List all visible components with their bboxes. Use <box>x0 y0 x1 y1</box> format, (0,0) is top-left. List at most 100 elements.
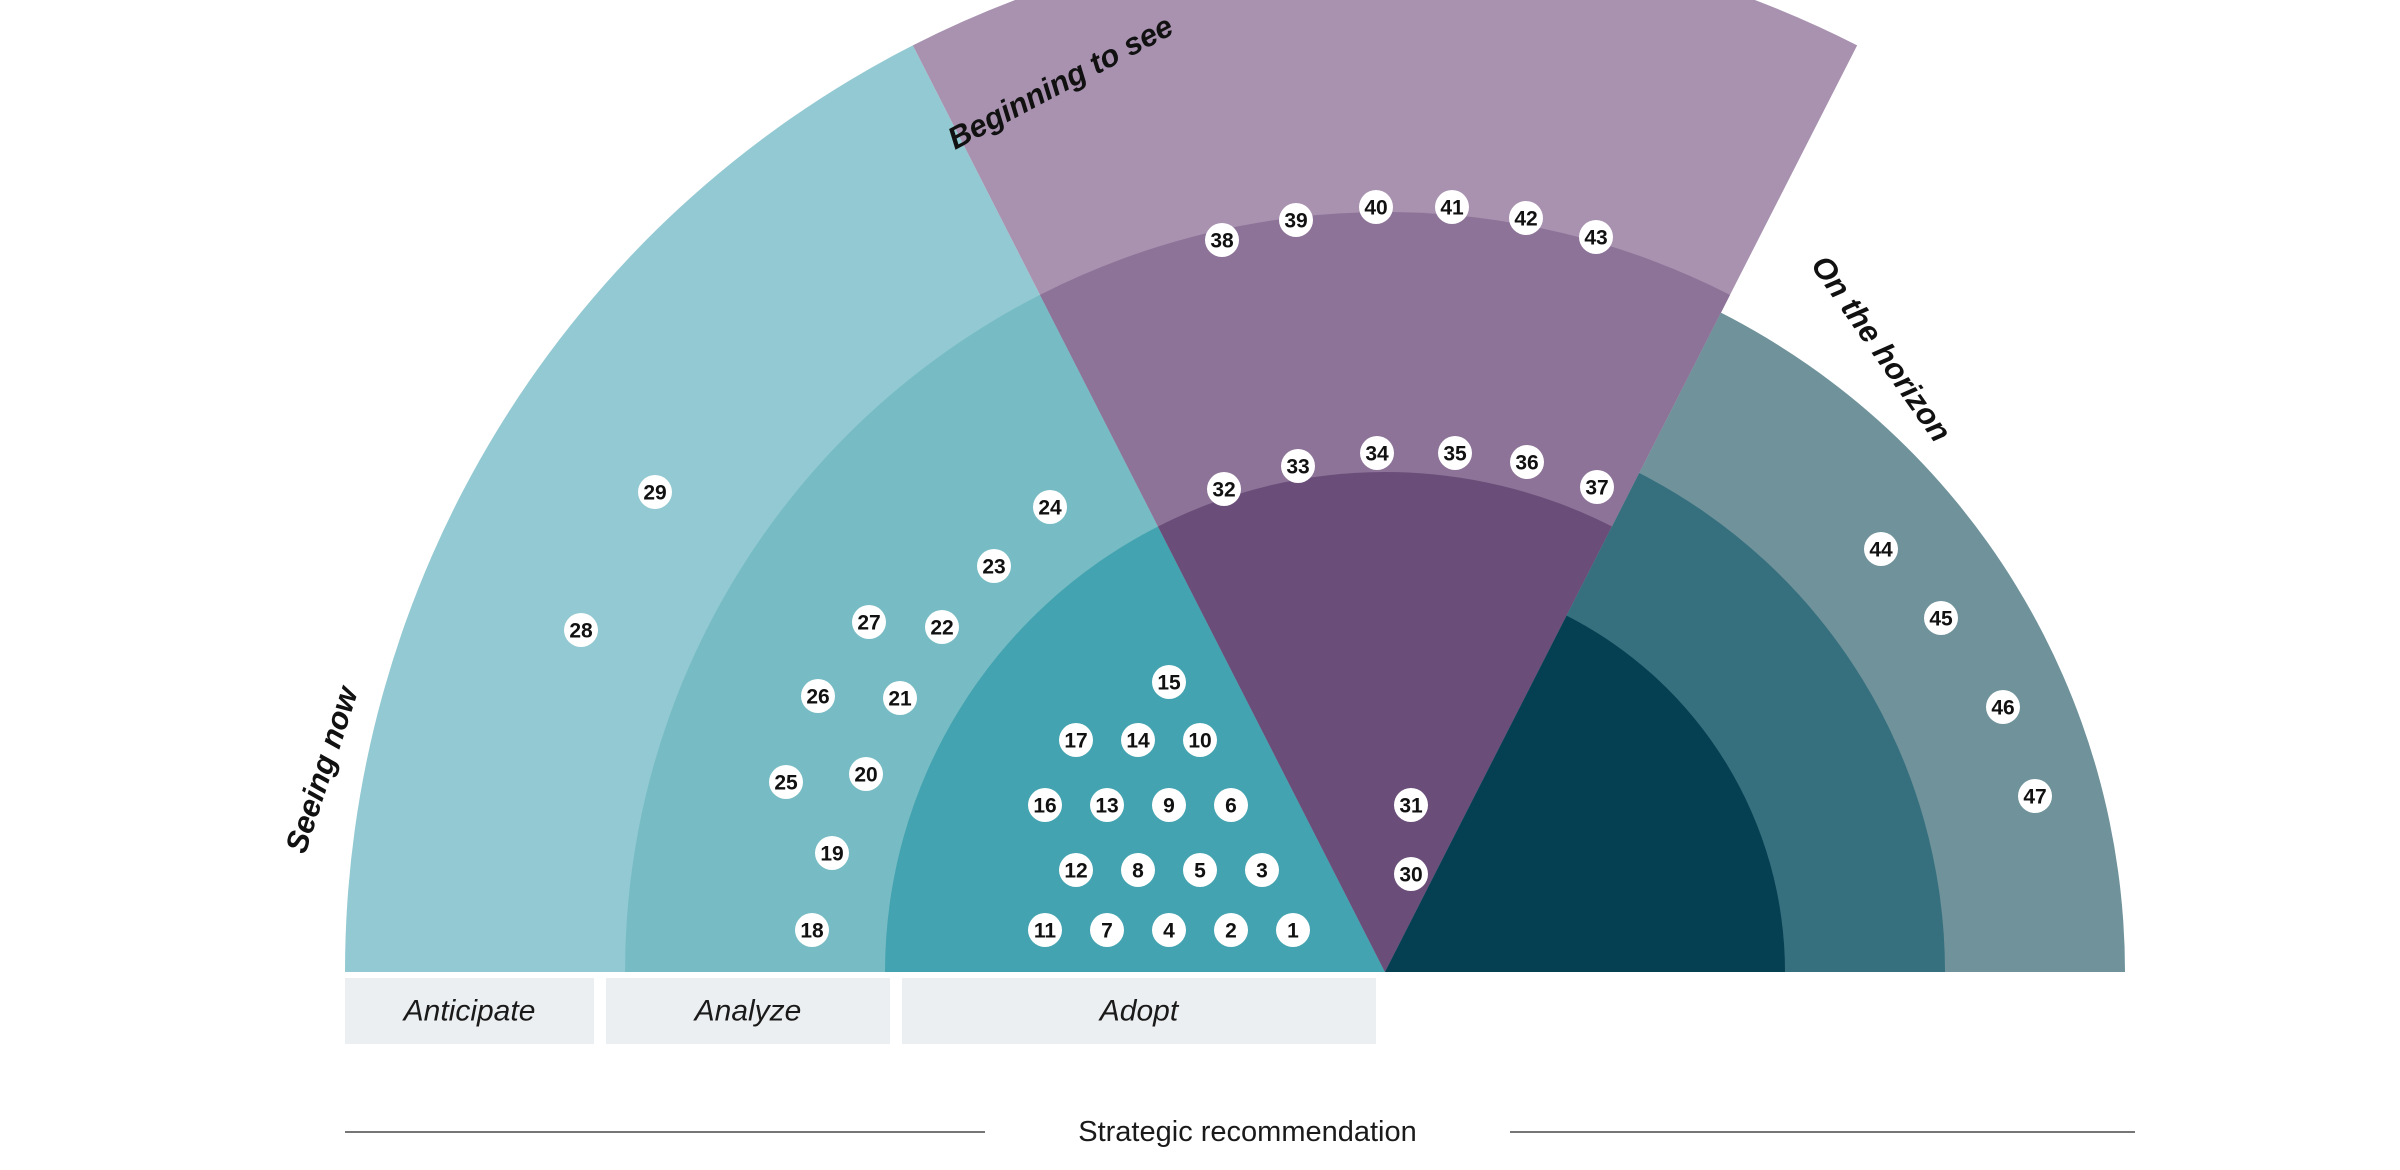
data-point-45[interactable]: 45 <box>1924 601 1958 635</box>
data-point-label: 19 <box>820 843 843 866</box>
data-point-circle <box>638 475 672 509</box>
data-point-12[interactable]: 12 <box>1059 853 1093 887</box>
data-point-circle <box>849 757 883 791</box>
data-point-circle <box>1183 723 1217 757</box>
data-point-21[interactable]: 21 <box>883 681 917 715</box>
data-point-7[interactable]: 7 <box>1090 913 1124 947</box>
data-point-19[interactable]: 19 <box>815 836 849 870</box>
data-point-label: 22 <box>930 617 953 640</box>
data-point-4[interactable]: 4 <box>1152 913 1186 947</box>
data-point-17[interactable]: 17 <box>1059 723 1093 757</box>
data-point-circle <box>1580 470 1614 504</box>
data-point-label: 43 <box>1584 227 1607 250</box>
data-point-1[interactable]: 1 <box>1276 913 1310 947</box>
data-point-label: 15 <box>1157 672 1181 695</box>
data-point-8[interactable]: 8 <box>1121 853 1155 887</box>
data-point-2[interactable]: 2 <box>1214 913 1248 947</box>
data-point-label: 47 <box>2023 786 2046 809</box>
data-point-5[interactable]: 5 <box>1183 853 1217 887</box>
data-point-39[interactable]: 39 <box>1279 203 1313 237</box>
data-point-label: 44 <box>1869 539 1893 562</box>
data-point-circle <box>1438 436 1472 470</box>
data-point-20[interactable]: 20 <box>849 757 883 791</box>
data-point-41[interactable]: 41 <box>1435 190 1469 224</box>
data-point-33[interactable]: 33 <box>1281 449 1315 483</box>
data-point-label: 7 <box>1101 920 1113 943</box>
data-point-15[interactable]: 15 <box>1152 665 1186 699</box>
data-point-label: 37 <box>1585 477 1608 500</box>
data-point-13[interactable]: 13 <box>1090 788 1124 822</box>
data-point-label: 10 <box>1188 730 1211 753</box>
data-point-34[interactable]: 34 <box>1360 436 1394 470</box>
data-point-label: 25 <box>774 772 798 795</box>
data-point-circle <box>801 679 835 713</box>
data-point-circle <box>564 613 598 647</box>
data-point-circle <box>795 913 829 947</box>
data-point-circle <box>2018 779 2052 813</box>
sector-teal-right <box>1385 312 2125 973</box>
data-point-18[interactable]: 18 <box>795 913 829 947</box>
quadrant-box-anticipate[interactable] <box>345 978 594 1044</box>
data-point-6[interactable]: 6 <box>1214 788 1248 822</box>
data-point-31[interactable]: 31 <box>1394 788 1428 822</box>
data-point-label: 38 <box>1210 230 1234 253</box>
data-point-label: 35 <box>1443 443 1467 466</box>
data-point-40[interactable]: 40 <box>1359 190 1393 224</box>
data-point-label: 32 <box>1212 479 1235 502</box>
data-point-44[interactable]: 44 <box>1864 532 1898 566</box>
sector-purple-middle <box>912 0 1858 972</box>
data-point-23[interactable]: 23 <box>977 549 1011 583</box>
data-point-28[interactable]: 28 <box>564 613 598 647</box>
quadrant-box-adopt[interactable] <box>902 978 1376 1044</box>
data-point-11[interactable]: 11 <box>1028 913 1062 947</box>
data-point-9[interactable]: 9 <box>1152 788 1186 822</box>
data-point-25[interactable]: 25 <box>769 765 803 799</box>
data-point-16[interactable]: 16 <box>1028 788 1062 822</box>
data-point-43[interactable]: 43 <box>1579 220 1613 254</box>
data-point-36[interactable]: 36 <box>1510 445 1544 479</box>
data-point-14[interactable]: 14 <box>1121 723 1155 757</box>
data-point-label: 39 <box>1284 210 1307 233</box>
data-point-circle <box>1033 490 1067 524</box>
data-point-38[interactable]: 38 <box>1205 223 1239 257</box>
data-point-circle <box>1090 788 1124 822</box>
data-point-label: 26 <box>806 686 829 709</box>
data-point-37[interactable]: 37 <box>1580 470 1614 504</box>
quadrant-box-analyze[interactable] <box>606 978 890 1044</box>
data-point-42[interactable]: 42 <box>1509 201 1543 235</box>
data-point-label: 12 <box>1064 860 1087 883</box>
data-point-24[interactable]: 24 <box>1033 490 1067 524</box>
data-point-circle <box>1986 690 2020 724</box>
data-point-3[interactable]: 3 <box>1245 853 1279 887</box>
axis-caption: Strategic recommendation <box>1078 1116 1417 1148</box>
data-point-label: 45 <box>1929 608 1953 631</box>
data-point-circle <box>1864 532 1898 566</box>
data-point-circle <box>1205 223 1239 257</box>
data-point-label: 24 <box>1038 497 1062 520</box>
data-point-32[interactable]: 32 <box>1207 472 1241 506</box>
data-point-27[interactable]: 27 <box>852 605 886 639</box>
data-point-circle <box>852 605 886 639</box>
data-point-label: 13 <box>1095 795 1118 818</box>
data-point-circle <box>1360 436 1394 470</box>
data-point-26[interactable]: 26 <box>801 679 835 713</box>
data-point-label: 11 <box>1034 920 1057 943</box>
data-point-22[interactable]: 22 <box>925 610 959 644</box>
data-point-circle <box>1059 723 1093 757</box>
data-point-label: 4 <box>1163 920 1175 943</box>
data-point-circle <box>1059 853 1093 887</box>
data-point-47[interactable]: 47 <box>2018 779 2052 813</box>
data-point-circle <box>1028 913 1062 947</box>
data-point-29[interactable]: 29 <box>638 475 672 509</box>
data-point-label: 17 <box>1064 730 1087 753</box>
data-point-10[interactable]: 10 <box>1183 723 1217 757</box>
data-point-35[interactable]: 35 <box>1438 436 1472 470</box>
data-point-circle <box>1394 788 1428 822</box>
data-point-30[interactable]: 30 <box>1394 857 1428 891</box>
data-point-circle <box>883 681 917 715</box>
data-point-circle <box>1510 445 1544 479</box>
data-point-circle <box>769 765 803 799</box>
data-point-46[interactable]: 46 <box>1986 690 2020 724</box>
